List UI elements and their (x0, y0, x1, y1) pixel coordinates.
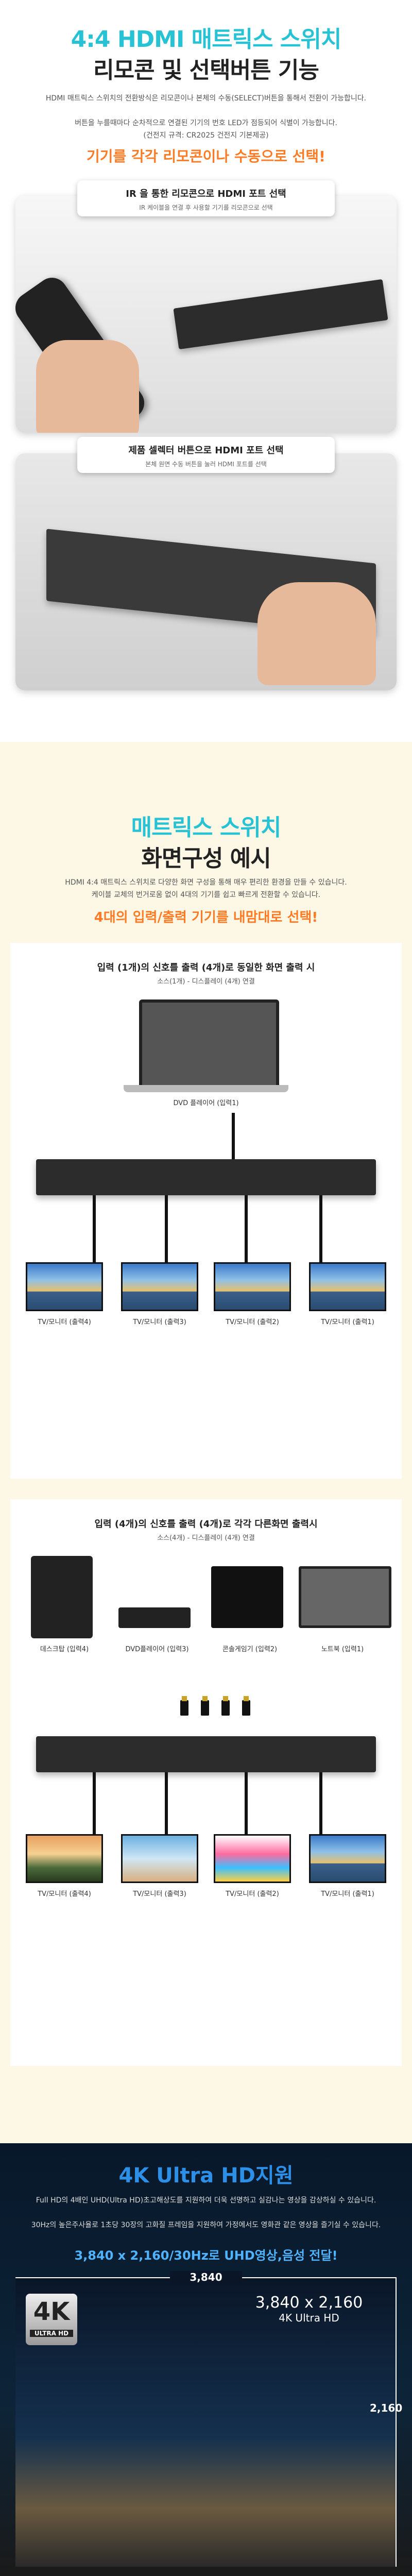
resolution-subtext: 4K Ultra HD (279, 2312, 339, 2324)
button-caption-sub: 본체 원면 수동 버튼을 눌러 HDMI 포트를 선택 (145, 461, 267, 468)
section3-desc1: Full HD의 4배인 UHD(Ultra HD)초고해상도를 지원하여 더욱… (36, 2196, 376, 2205)
section2-desc1: HDMI 4:4 매트릭스 스위치로 다양한 화면 구성을 통해 매우 편리한 … (65, 878, 347, 887)
cable (165, 1195, 168, 1262)
remote-caption: IR 을 통한 리모콘으로 HDMI 포트 선택 IR 케이블을 연결 후 사용… (77, 180, 335, 216)
section1-subtitle: 리모콘 및 선택버튼 기능 (93, 57, 319, 83)
hdmi-plug (242, 1696, 250, 1716)
resolution-text: 3,840 x 2,160 (255, 2294, 363, 2312)
box1-source-label: DVD 플레이어 (입력1) (173, 1099, 239, 1107)
remote-caption-title: IR 을 통한 리모콘으로 HDMI 포트 선택 (126, 189, 286, 199)
cable (319, 1195, 322, 1262)
section2-title: 매트릭스 스위치 (131, 815, 282, 841)
tv-image (26, 1834, 103, 1883)
section2-slogan: 4대의 입력/출력 기기를 내맘대로 선택! (94, 910, 318, 925)
matrix-switch-image (36, 1736, 376, 1772)
box1-tv-label: TV/모니터 (출력1) (321, 1318, 374, 1326)
section3-title: 4K Ultra HD지원 (118, 2164, 294, 2188)
logo-ultrahd-text: ULTRA HD (30, 2330, 73, 2337)
section-4k: 4K Ultra HD지원 Full HD의 4배인 UHD(Ultra HD)… (0, 2143, 412, 2576)
box1-subtitle: 소스(1개) - 디스플레이 (4개) 연결 (157, 978, 255, 986)
4k-ultrahd-logo: 4K ULTRA HD (26, 2294, 77, 2345)
box2-source-label: 노트북 (입력1) (321, 1646, 364, 1653)
remote-caption-sub: IR 케이블을 연결 후 사용할 기기를 리모콘으로 선택 (139, 204, 273, 211)
tv-image (121, 1834, 198, 1883)
finger-image (258, 582, 376, 685)
section3-desc2: 30Hz의 높은주사율로 1초당 30장의 고화질 프레임을 지원하여 가정에서… (31, 2221, 381, 2229)
section-remote: 4:4 HDMI 매트릭스 스위치 리모콘 및 선택버튼 기능 HDMI 매트릭… (0, 0, 412, 742)
section1-desc1: HDMI 매트릭스 스위치의 전환방식은 리모콘이나 본체의 수동(SELECT… (45, 94, 367, 103)
box1-tv-label: TV/모니터 (출력2) (226, 1318, 279, 1326)
box1-tv-label: TV/모니터 (출력3) (133, 1318, 186, 1326)
matrix-switch-image (36, 1159, 376, 1195)
hand-image (36, 340, 139, 433)
laptop-image (299, 1566, 391, 1628)
section3-slogan: 3,840 x 2,160/30Hz로 UHD영상,음성 전달! (74, 2248, 338, 2263)
box2-subtitle: 소스(4개) - 디스플레이 (4개) 연결 (157, 1534, 255, 1542)
laptop-base (124, 1085, 288, 1092)
box2-tv-label: TV/모니터 (출력4) (38, 1890, 91, 1898)
desktop-image (31, 1556, 93, 1638)
console-image (211, 1566, 283, 1628)
dimension-width-label: 3,840 (170, 2271, 242, 2283)
button-card (15, 453, 397, 690)
laptop-image (139, 999, 279, 1088)
hdmi-plug (221, 1696, 230, 1716)
dimension-height-label: 2,160 (370, 2402, 403, 2414)
tv-image (309, 1834, 386, 1883)
box2-title: 입력 (4개)의 신호를 출력 (4개)로 각각 다른화면 출력시 (94, 1519, 318, 1530)
box2-source-label: 콘솔게임기 (입력2) (222, 1646, 278, 1653)
section2-desc2: 케이블 교체의 번거로움 없이 4대의 기기를 쉽고 빠르게 전환할 수 있습니… (91, 891, 321, 899)
box1-title: 입력 (1개)의 신호를 출력 (4개)로 동일한 화면 출력 시 (97, 962, 315, 973)
button-caption-title: 제품 셀렉터 버튼으로 HDMI 포트 선택 (128, 445, 284, 456)
section2-subtitle: 화면구성 예시 (141, 845, 271, 872)
section-matrix: 매트릭스 스위치 화면구성 예시 HDMI 4:4 매트릭스 스위치로 다양한 … (0, 742, 412, 2143)
dvd-player-image (118, 1607, 191, 1628)
section1-desc2: 버튼을 누를때마다 순차적으로 연결된 기기의 번호 LED가 점등되어 식별이… (75, 119, 337, 127)
box2-source-label: DVD플레이어 (입력3) (125, 1646, 189, 1653)
example-box-1: 입력 (1개)의 신호를 출력 (4개)로 동일한 화면 출력 시 소스(1개)… (10, 943, 402, 1479)
section1-desc3: (건전지 규격: CR2025 건전지 기본제공) (143, 131, 269, 140)
tv-image (214, 1262, 291, 1311)
cable (319, 1772, 322, 1834)
tv-image (121, 1262, 198, 1311)
button-caption: 제품 셀렉터 버튼으로 HDMI 포트 선택 본체 원면 수동 버튼을 눌러 H… (77, 437, 335, 473)
4k-image: 3,840 2,160 4K ULTRA HD 3,840 x 2,160 4K… (15, 2271, 402, 2567)
hdmi-plug (201, 1696, 209, 1716)
box2-tv-label: TV/모니터 (출력3) (133, 1890, 186, 1898)
resolution-block: 3,840 x 2,160 4K Ultra HD (242, 2294, 376, 2324)
box2-tv-label: TV/모니터 (출력2) (226, 1890, 279, 1898)
section1-slogan: 기기를 각각 리모콘이나 수동으로 선택! (87, 148, 325, 165)
hdmi-plug (180, 1696, 188, 1716)
box2-source-label: 데스크탑 (입력4) (40, 1646, 89, 1653)
tv-image (309, 1262, 386, 1311)
section1-title: 4:4 HDMI 매트릭스 스위치 (71, 26, 342, 53)
logo-4k-text: 4K (33, 2297, 70, 2326)
cable (93, 1195, 96, 1262)
box2-tv-label: TV/모니터 (출력1) (321, 1890, 374, 1898)
cable (93, 1772, 96, 1834)
cable (232, 1113, 235, 1159)
box1-tv-label: TV/모니터 (출력4) (38, 1318, 91, 1326)
cable (245, 1772, 248, 1834)
remote-card (15, 196, 397, 433)
tv-image (26, 1262, 103, 1311)
height-dimension-line (396, 2278, 397, 2567)
matrix-switch-image (173, 279, 388, 350)
cable (165, 1772, 168, 1834)
tv-image (214, 1834, 291, 1883)
example-box-2: 입력 (4개)의 신호를 출력 (4개)로 각각 다른화면 출력시 소스(4개)… (10, 1499, 402, 2066)
cable (245, 1195, 248, 1262)
